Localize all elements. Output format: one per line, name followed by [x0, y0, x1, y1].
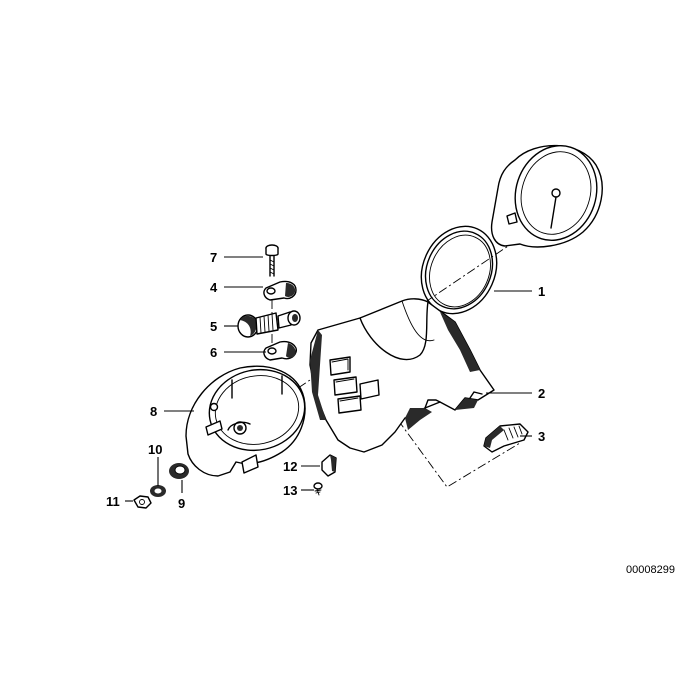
clip-part-12	[321, 454, 337, 477]
instrument-cover-panel	[309, 298, 495, 453]
callout-3: 3	[538, 429, 545, 444]
leader-lines	[125, 256, 532, 502]
callout-9: 9	[178, 496, 185, 511]
callout-1: 1	[538, 284, 545, 299]
cable-adjuster-knob-part-5	[237, 310, 301, 338]
screw-part-13	[313, 482, 323, 496]
screw-part-7	[265, 244, 279, 277]
callout-labels: 1 2 3 4 5 6 7 8 9 10 11 12 13	[106, 250, 545, 511]
nut-part-11	[133, 495, 152, 509]
callout-11: 11	[106, 494, 120, 509]
callout-6: 6	[210, 345, 217, 360]
callout-7: 7	[210, 250, 217, 265]
callout-13: 13	[283, 483, 297, 498]
clamp-part-4	[263, 280, 297, 301]
instrument-gauge-housing	[490, 144, 603, 248]
switch-clip-part	[483, 423, 529, 453]
document-id: 00008299	[626, 564, 675, 576]
rear-gauge-housing-part-8	[185, 365, 306, 477]
callout-10: 10	[148, 442, 162, 457]
callout-4: 4	[210, 280, 218, 295]
callout-8: 8	[150, 404, 157, 419]
callout-5: 5	[210, 319, 217, 334]
clamp-part-6	[263, 340, 297, 361]
washer-part-10	[150, 485, 166, 497]
callout-2: 2	[538, 386, 545, 401]
callout-12: 12	[283, 459, 297, 474]
grommet-part-9	[169, 463, 189, 479]
